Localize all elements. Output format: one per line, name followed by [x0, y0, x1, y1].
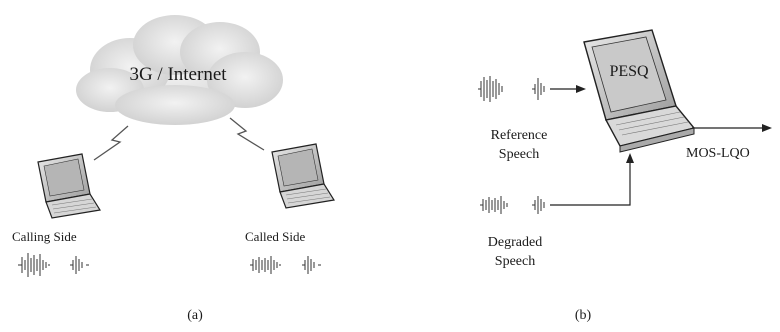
degraded-label-line1: Degraded — [488, 235, 542, 250]
reference-label-line2: Speech — [499, 147, 539, 162]
called-waveform-icon — [250, 256, 321, 274]
cloud-label: 3G / Internet — [129, 64, 227, 85]
called-laptop-icon — [271, 143, 335, 209]
reference-label-line1: Reference — [491, 128, 548, 143]
cloud-icon — [76, 15, 283, 125]
wireless-link-left-icon — [93, 125, 129, 161]
calling-side-label: Calling Side — [12, 229, 77, 244]
output-arrowhead-icon — [762, 124, 772, 132]
caption-a: (a) — [187, 308, 203, 323]
calling-waveform-icon — [18, 253, 89, 277]
called-side-label: Called Side — [245, 229, 306, 244]
caption-b: (b) — [575, 308, 592, 323]
wireless-link-right-icon — [229, 117, 265, 151]
pesq-label: PESQ — [609, 63, 649, 80]
output-label: MOS-LQO — [686, 146, 750, 161]
degraded-arrowhead-icon — [626, 153, 634, 163]
reference-waveform-icon — [478, 76, 545, 102]
degraded-label-line2: Speech — [495, 254, 535, 269]
panel-a: 3G / Internet Calling Side Called Side — [12, 15, 335, 323]
panel-b: Reference Speech PESQ MOS-LQO Degraded S… — [478, 29, 772, 323]
degraded-waveform-icon — [480, 196, 545, 214]
calling-laptop-icon — [37, 153, 101, 219]
pesq-laptop-icon — [583, 29, 696, 153]
reference-arrowhead-icon — [576, 85, 586, 93]
degraded-arrow — [550, 162, 631, 206]
